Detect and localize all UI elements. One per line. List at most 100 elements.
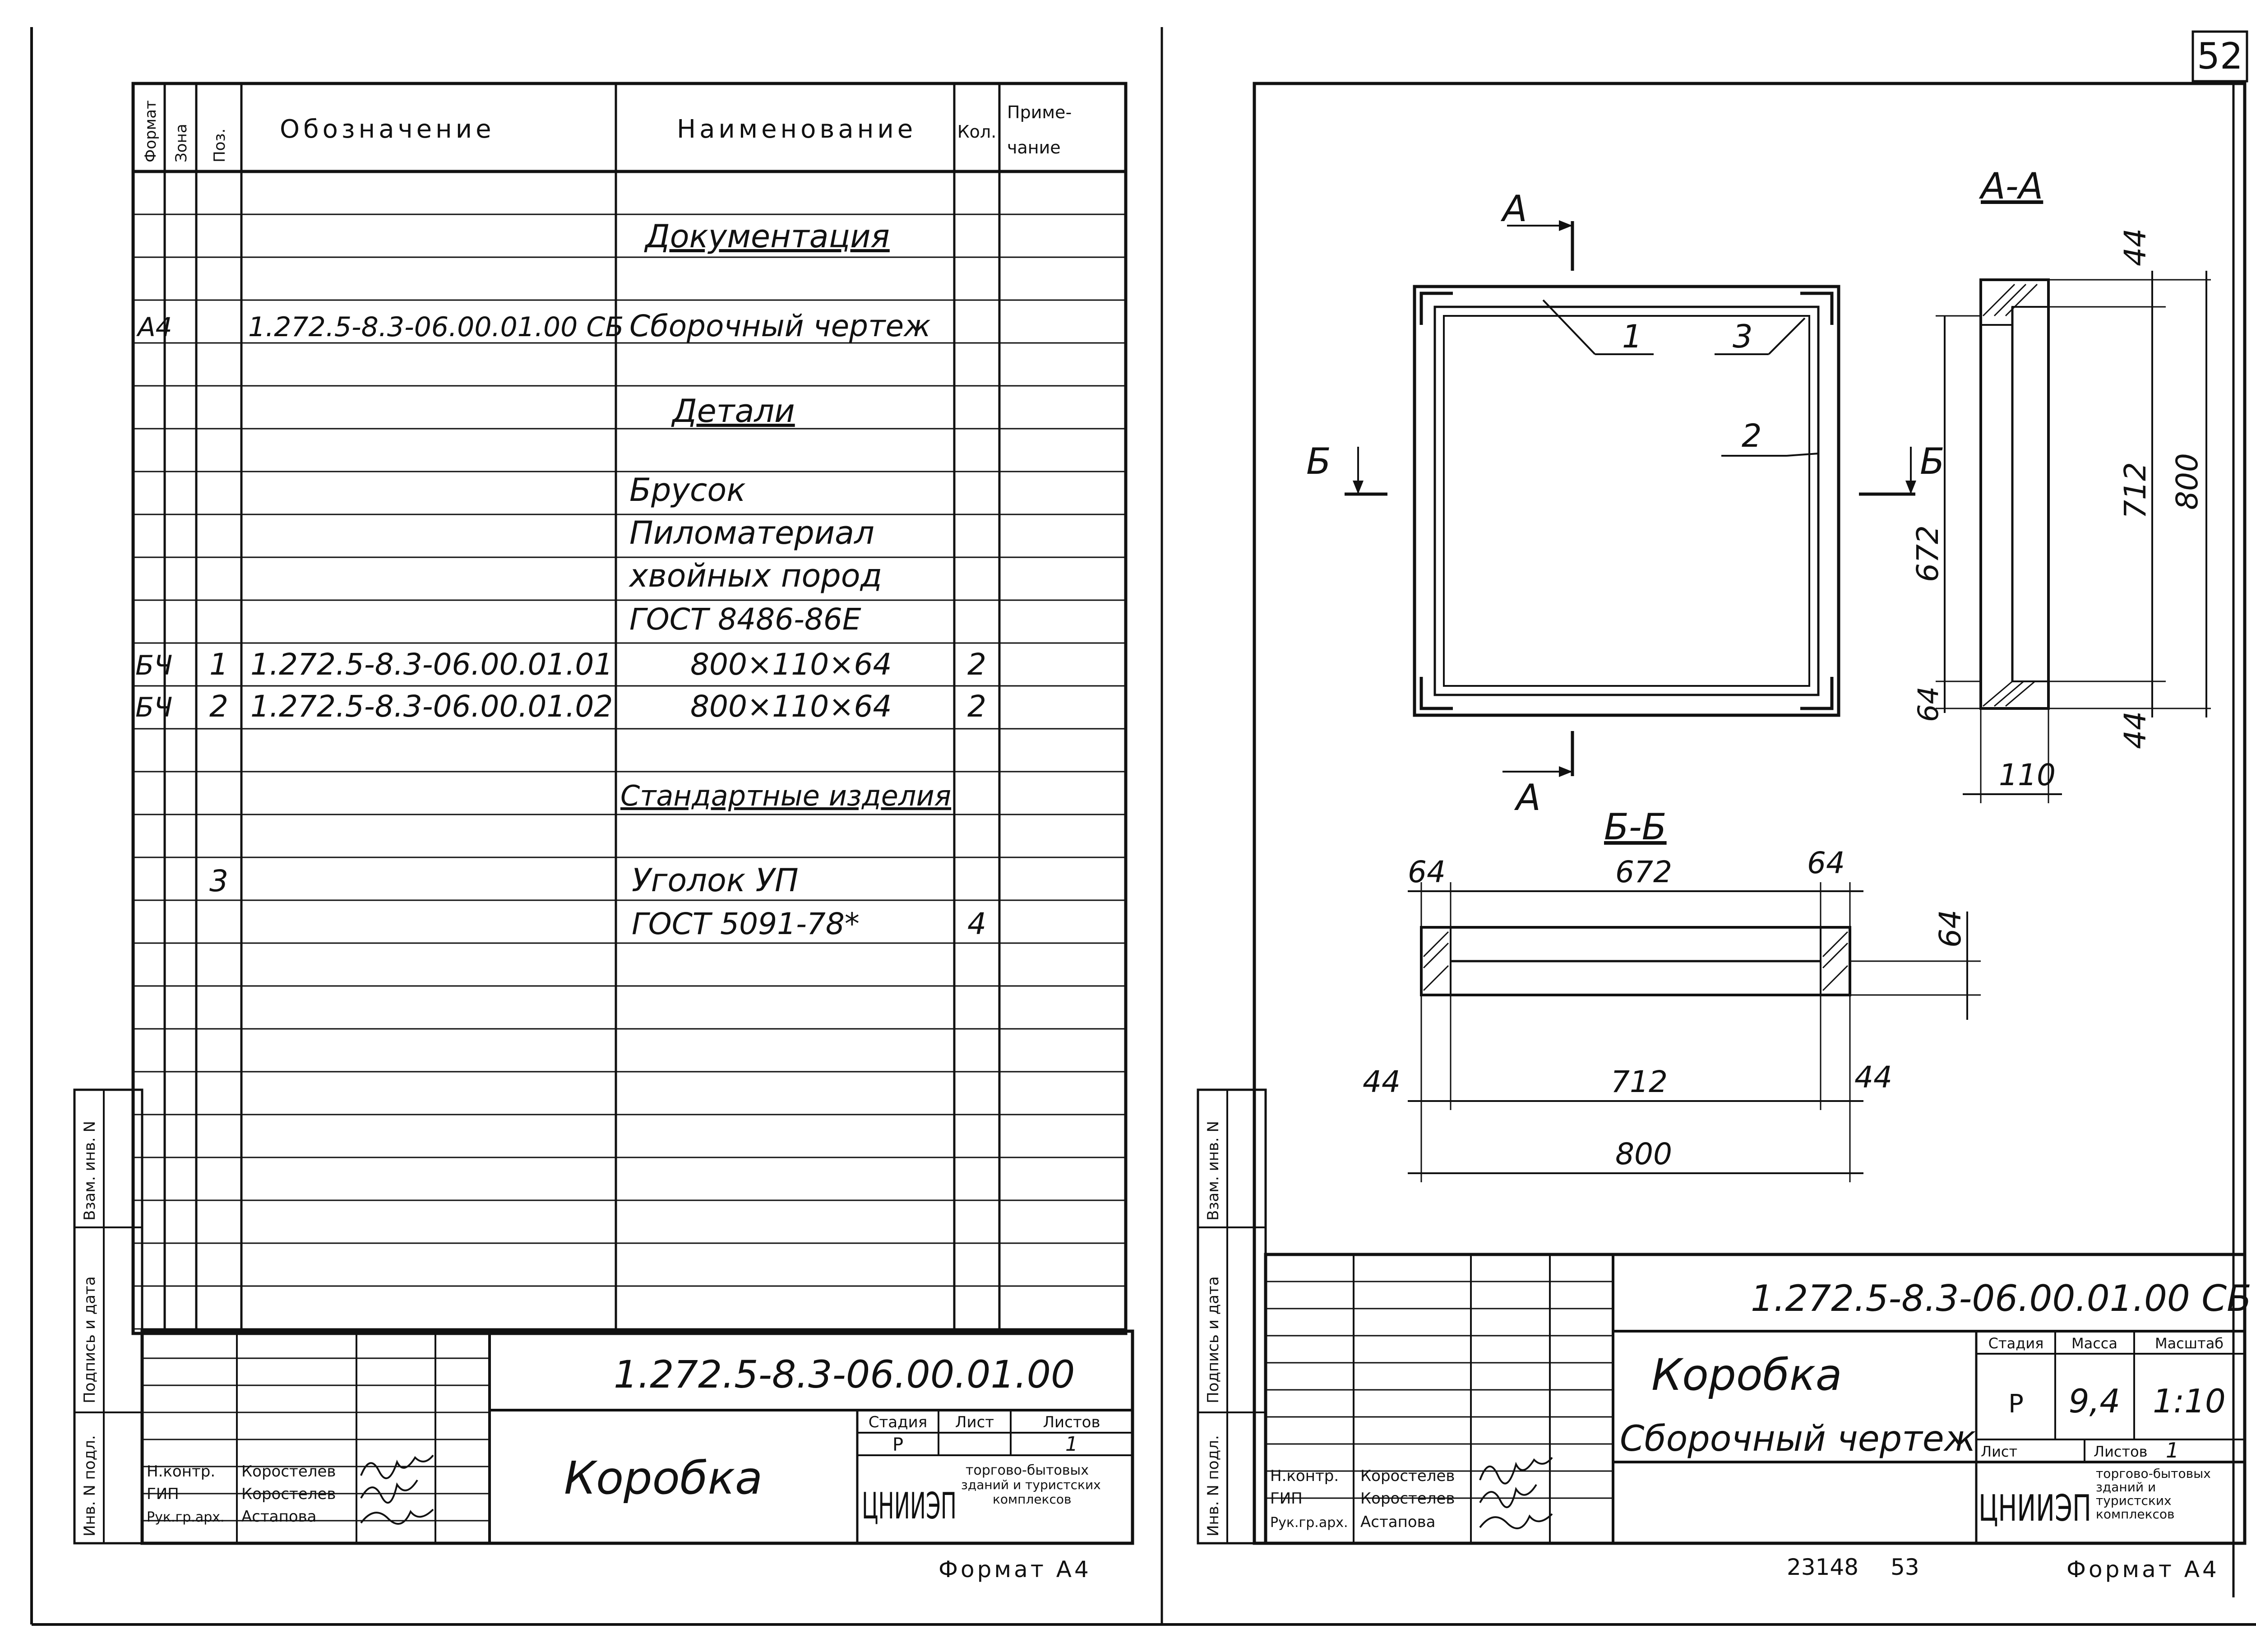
right-title-code: 1.272.5-8.3-06.00.01.00 СБ <box>1751 1277 2251 1319</box>
right-sheet-header: Лист <box>1981 1443 2017 1460</box>
spec-row-lines <box>133 213 1126 1330</box>
bottom-num-2: 53 <box>1891 1554 1919 1580</box>
right-stage-header: Стадия <box>1988 1335 2044 1352</box>
section-aa: А-А 44 44 712 800 <box>1910 165 2211 803</box>
frame-inner-1 <box>1433 305 1820 696</box>
frame-outer <box>1413 285 1840 717</box>
material-line-1: Брусок <box>629 472 745 509</box>
right-sheets-value: 1 <box>2166 1438 2179 1462</box>
right-sheets-header: Листов <box>2094 1443 2148 1460</box>
doc-designation: 1.272.5-8.3-06.00.01.00 СБ <box>248 311 624 343</box>
bb-dim-64-right: 64 <box>1807 846 1845 880</box>
frame-inner-2 <box>1443 315 1810 687</box>
col-note-header-1: Приме- <box>1007 102 1072 122</box>
part3-qty: 4 <box>967 907 986 941</box>
bb-dim-64-vertical: 64 <box>1933 910 1968 948</box>
part2-qty: 2 <box>967 689 986 724</box>
spec-table-frame <box>131 82 1128 1335</box>
left-person-3: Астапова <box>241 1508 317 1526</box>
right-side-vzam: Взам. инв. N <box>1204 1121 1222 1221</box>
right-title-block <box>1264 1253 2247 1545</box>
mark-b-left: Б <box>1306 440 1331 482</box>
aa-dim-110: 110 <box>1999 758 2056 792</box>
left-format-label: Формат А4 <box>938 1556 1091 1583</box>
part1-qty: 2 <box>967 647 986 682</box>
bb-dim-44-right: 44 <box>1854 1060 1892 1095</box>
col-note-header-2: чание <box>1007 138 1061 157</box>
doc-name: Сборочный чертеж <box>629 309 931 343</box>
bb-dim-712: 712 <box>1611 1064 1668 1099</box>
left-title-block <box>140 1329 1134 1545</box>
col-qty-header: Кол. <box>957 122 997 142</box>
part1-designation: 1.272.5-8.3-06.00.01.01 <box>250 647 613 682</box>
right-side-podpis: Подпись и дата <box>1204 1276 1222 1403</box>
right-role-1: Н.контр. <box>1270 1467 1339 1485</box>
callout-3: 3 <box>1733 318 1753 355</box>
bb-dim-672: 672 <box>1615 855 1672 889</box>
left-side-podpis: Подпись и дата <box>81 1276 99 1403</box>
right-org-line-1: торгово-бытовых <box>2096 1466 2211 1481</box>
col-name-header: Наименование <box>677 115 916 144</box>
plan-view: А А Б Б 1 2 3 <box>1306 188 1945 819</box>
part1-format: БЧ <box>135 650 172 681</box>
right-side-inv: Инв. N подл. <box>1204 1435 1222 1536</box>
mark-b-right: Б <box>1920 440 1945 482</box>
left-side-stamp <box>73 1088 143 1545</box>
section-standard-items: Стандартные изделия <box>620 779 951 812</box>
part2-designation: 1.272.5-8.3-06.00.01.02 <box>250 689 613 724</box>
bb-dim-64-left: 64 <box>1408 855 1446 889</box>
right-org-logo: ЦНИИЭП <box>1979 1487 2091 1529</box>
left-sheets-header: Листов <box>1043 1413 1100 1431</box>
left-stage-header: Стадия <box>869 1413 927 1431</box>
left-stage-value: Р <box>892 1435 903 1455</box>
left-org-line-2: зданий и туристских <box>961 1477 1101 1492</box>
right-signatures <box>1479 1457 1553 1529</box>
right-role-3: Рук.гр.арх. <box>1270 1515 1348 1531</box>
right-person-2: Коростелев <box>1360 1490 1455 1508</box>
left-sheets-value: 1 <box>1065 1433 1078 1456</box>
aa-dim-712: 712 <box>2118 462 2153 519</box>
right-frame <box>1253 82 2247 1545</box>
aa-dim-64: 64 <box>1912 686 1945 722</box>
material-line-4: ГОСТ 8486-86Е <box>629 602 861 637</box>
aa-dim-44-bottom: 44 <box>2118 711 2153 749</box>
left-org-line-1: торгово-бытовых <box>966 1462 1089 1478</box>
right-role-2: ГИП <box>1270 1490 1303 1508</box>
part3-name-2: ГОСТ 5091-78* <box>632 907 860 941</box>
callout-2: 2 <box>1742 417 1762 454</box>
part1-pos: 1 <box>209 647 228 682</box>
part1-name: 800×110×64 <box>690 647 892 682</box>
right-mass-value: 9,4 <box>2069 1382 2121 1420</box>
left-sheet: Формат Зона Поз. Обозначение Наименовани… <box>73 82 1134 1583</box>
left-title-code: 1.272.5-8.3-06.00.01.00 <box>614 1352 1075 1397</box>
section-aa-title: А-А <box>1979 165 2043 207</box>
part3-name-1: Уголок УП <box>632 862 799 899</box>
part2-pos: 2 <box>209 689 228 724</box>
left-role-3: Рук.гр.арх. <box>147 1509 225 1525</box>
section-bb: Б-Б 64 672 64 64 <box>1363 806 1981 1182</box>
right-org-line-3: туристских <box>2096 1493 2172 1508</box>
part2-name: 800×110×64 <box>690 689 892 724</box>
right-person-1: Коростелев <box>1360 1467 1455 1485</box>
left-sheet-header: Лист <box>955 1413 994 1431</box>
material-line-2: Пиломатериал <box>629 514 874 551</box>
right-mass-header: Масса <box>2071 1335 2117 1352</box>
left-title-name: Коробка <box>564 1452 763 1504</box>
aa-dim-672: 672 <box>1910 525 1945 582</box>
callout-1: 1 <box>1622 318 1642 355</box>
part3-pos: 3 <box>209 864 228 898</box>
left-org-logo: ЦНИИЭП <box>862 1485 957 1527</box>
section-parts: Детали <box>671 393 795 430</box>
left-signatures <box>360 1454 434 1525</box>
col-zone-header: Зона <box>172 124 190 162</box>
col-pos-header: Поз. <box>211 129 229 162</box>
right-scale-header: Масштаб <box>2155 1335 2224 1352</box>
left-side-vzam: Взам. инв. N <box>81 1121 99 1221</box>
bb-dim-800: 800 <box>1615 1137 1672 1171</box>
right-format-label: Формат А4 <box>2066 1556 2219 1583</box>
aa-profile <box>1979 278 2050 710</box>
bottom-num-1: 23148 <box>1787 1554 1858 1580</box>
doc-format: А4 <box>136 312 172 342</box>
